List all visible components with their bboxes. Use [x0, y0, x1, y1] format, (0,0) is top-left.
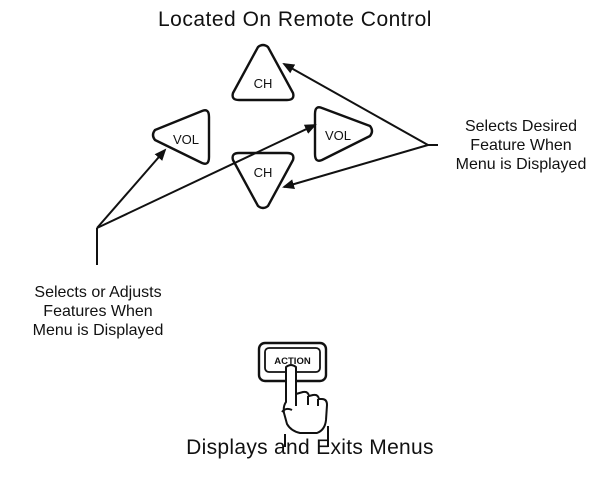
arrow-to-vol-left: [96, 148, 167, 229]
bottom-note: Displays and Exits Menus: [186, 436, 434, 459]
right-note: Selects Desired Feature When Menu is Dis…: [432, 118, 610, 175]
left-note-line-3: Menu is Displayed: [32, 321, 164, 339]
ch-down-button[interactable]: CH: [231, 151, 295, 210]
left-note: Selects or Adjusts Features When Menu is…: [0, 284, 196, 341]
left-note-line-2: Features When: [43, 302, 153, 320]
vol-right-label: VOL: [325, 128, 351, 143]
vol-right-button[interactable]: VOL: [313, 106, 374, 162]
vol-left-button[interactable]: VOL: [151, 109, 211, 165]
action-label: ACTION: [274, 356, 311, 367]
right-note-line-1: Selects Desired: [464, 118, 578, 135]
diagram-title: Located On Remote Control: [158, 8, 432, 31]
vol-left-label: VOL: [173, 132, 199, 147]
arrow-to-ch-up: [282, 63, 429, 146]
right-note-line-3: Menu is Displayed: [455, 155, 587, 173]
arrow-to-vol-right: [96, 124, 317, 229]
ch-down-label: CH: [254, 165, 273, 180]
arrow-to-ch-down: [282, 144, 429, 189]
ch-up-button[interactable]: CH: [231, 43, 295, 102]
left-note-line-1: Selects or Adjusts: [34, 284, 162, 301]
right-note-line-2: Feature When: [470, 136, 572, 154]
action-button[interactable]: ACTION: [257, 341, 328, 383]
ch-up-label: CH: [254, 76, 273, 91]
pointing-hand-icon: [281, 364, 329, 447]
